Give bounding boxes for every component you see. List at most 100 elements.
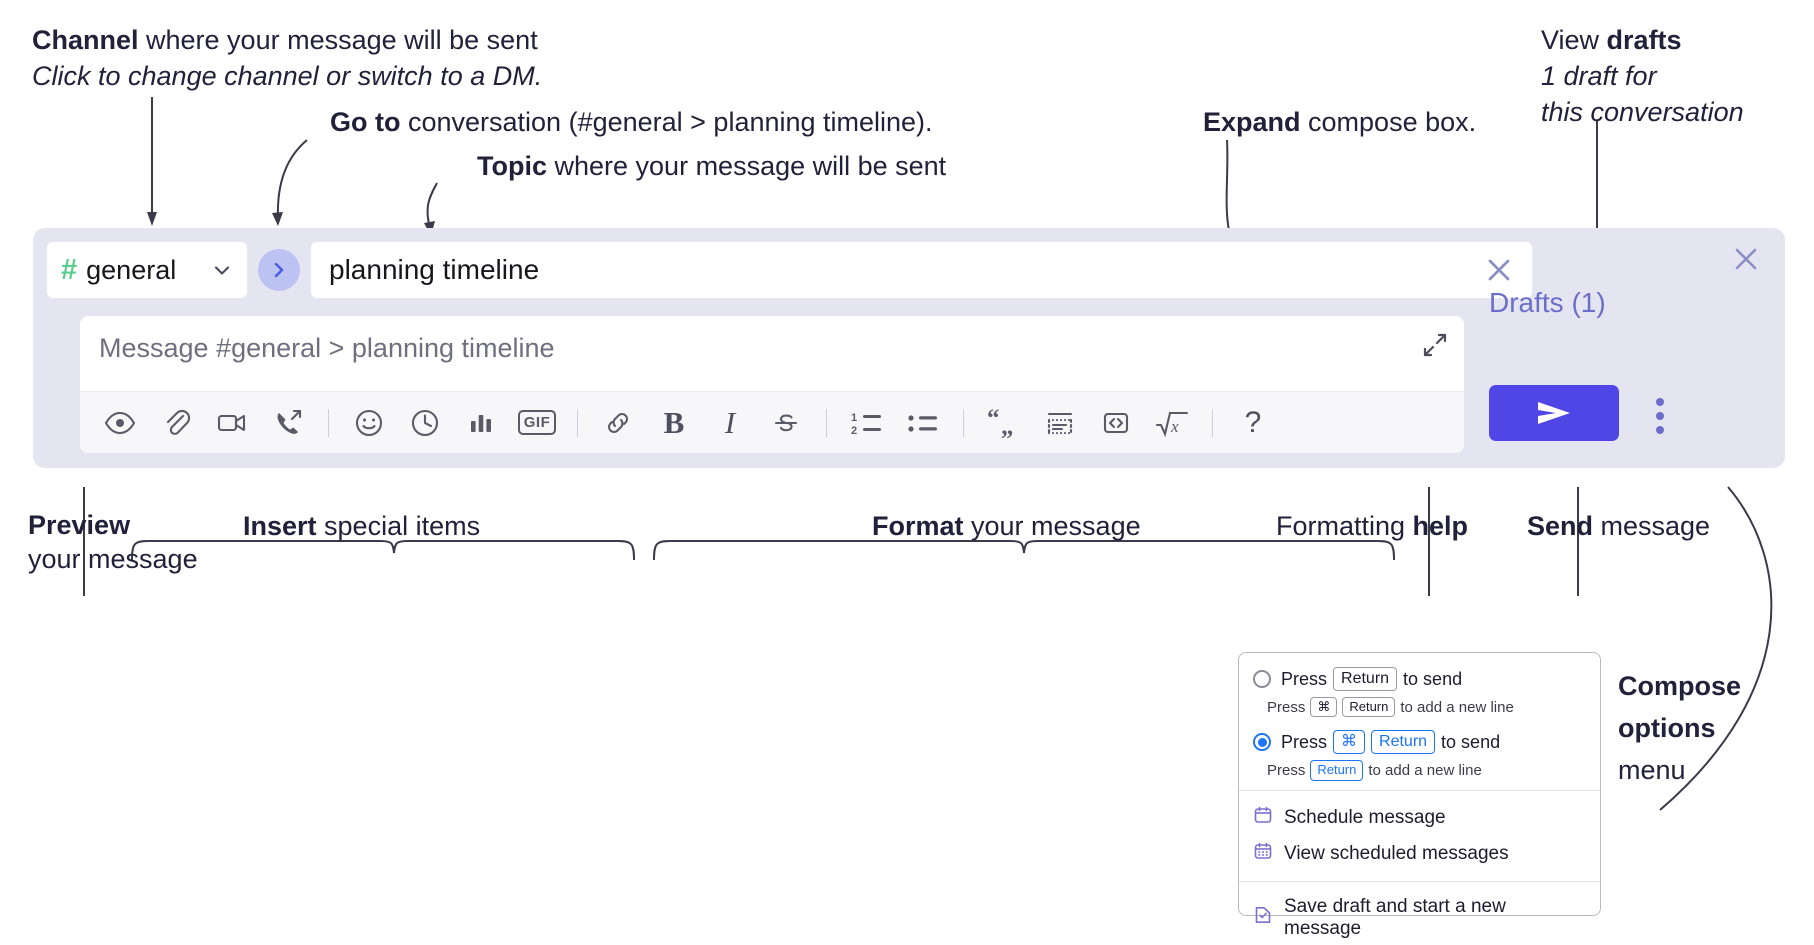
annotation-goto: Go to conversation (#general > planning …: [330, 104, 933, 140]
preview-icon[interactable]: [98, 401, 142, 445]
option2-sub-post: to add a new line: [1368, 761, 1482, 779]
help-icon[interactable]: ?: [1231, 401, 1275, 445]
calendar-grid-icon: [1253, 841, 1273, 867]
compose-options-button[interactable]: [1648, 394, 1672, 438]
annotation-topic: Topic where your message will be sent: [477, 148, 946, 184]
option1-post: to send: [1403, 668, 1463, 689]
compose-options-menu: Press Return to send Press ⌘ Return to a…: [1238, 652, 1601, 939]
save-draft-icon: [1253, 905, 1273, 931]
calendar-icon: [1253, 805, 1273, 831]
annotation-expand: Expand compose box.: [1203, 104, 1476, 140]
annotation-insert-bold: Insert: [243, 511, 317, 541]
strikethrough-icon[interactable]: [764, 401, 808, 445]
annotation-preview-line2: your message: [28, 544, 198, 574]
key-return: Return: [1342, 697, 1396, 718]
menu-divider: [1239, 789, 1600, 791]
channel-name: general: [86, 254, 177, 285]
annotation-compose-rest: menu: [1618, 755, 1686, 785]
help-label: ?: [1244, 405, 1262, 439]
annotation-channel-rest: where your message will be sent: [138, 25, 538, 55]
bold-icon[interactable]: B: [652, 401, 696, 445]
send-option-cmd-return[interactable]: Press ⌘ Return to send: [1239, 730, 1600, 755]
channel-selector[interactable]: # general: [46, 241, 248, 299]
option1-sub-post: to add a new line: [1400, 698, 1514, 716]
audio-call-icon[interactable]: [266, 401, 310, 445]
annotation-channel-bold: Channel: [32, 25, 139, 55]
key-cmd: ⌘: [1310, 697, 1338, 718]
italic-icon[interactable]: I: [708, 401, 752, 445]
annotation-expand-bold: Expand: [1203, 107, 1301, 137]
menu-item-save-draft[interactable]: Save draft and start a new message: [1239, 891, 1600, 945]
annotation-send-bold: Send: [1527, 511, 1594, 541]
chevron-down-icon: [211, 259, 233, 281]
annotation-channel: Channel where your message will be sent …: [32, 22, 542, 94]
annotation-channel-sub: Click to change channel or switch to a D…: [32, 61, 543, 91]
kebab-dot: [1656, 412, 1664, 420]
code-icon[interactable]: [1094, 401, 1138, 445]
menu-item-label: Save draft and start a new message: [1284, 895, 1506, 939]
annotation-drafts-sub2: this conversation: [1541, 97, 1744, 127]
toolbar-separator: [963, 408, 964, 437]
goto-conversation-button[interactable]: [258, 249, 300, 291]
blockquote-icon[interactable]: “„: [982, 401, 1026, 445]
topic-input[interactable]: planning timeline: [310, 241, 1533, 299]
option2-pre: Press: [1281, 731, 1328, 752]
svg-text:x: x: [1170, 417, 1179, 436]
send-option-return[interactable]: Press Return to send: [1239, 667, 1600, 691]
annotation-goto-rest: conversation (#general > planning timeli…: [400, 107, 933, 137]
clock-icon[interactable]: [403, 401, 447, 445]
expand-compose-icon[interactable]: [1422, 332, 1448, 358]
bold-label: B: [663, 404, 685, 440]
annotation-preview: Preview your message: [28, 508, 198, 576]
compose-panel: # general planning timeline Message #gen…: [33, 228, 1785, 468]
annotation-format-bold: Format: [872, 511, 964, 541]
annotation-help-pre: Formatting: [1276, 511, 1413, 541]
send-button[interactable]: [1489, 385, 1619, 441]
bulleted-list-icon[interactable]: [901, 401, 945, 445]
radio-cmd-return[interactable]: [1253, 733, 1271, 752]
attachment-icon[interactable]: [154, 401, 198, 445]
gif-label: GIF: [517, 410, 557, 435]
math-icon[interactable]: x: [1150, 401, 1194, 445]
annotation-formatting-help: Formatting help: [1276, 508, 1468, 544]
annotation-send: Send message: [1527, 508, 1710, 544]
kebab-dot: [1656, 398, 1664, 406]
video-camera-icon[interactable]: [210, 401, 254, 445]
drafts-link[interactable]: Drafts (1): [1489, 287, 1606, 318]
svg-text:„: „: [1001, 413, 1014, 439]
close-compose-icon[interactable]: [1729, 242, 1763, 276]
annotation-drafts-bold: drafts: [1606, 25, 1682, 55]
option2-text: Press ⌘ Return to send: [1281, 730, 1500, 755]
annotation-format-rest: your message: [963, 511, 1141, 541]
svg-text:2: 2: [851, 425, 857, 437]
annotation-format: Format your message: [872, 508, 1141, 544]
message-placeholder: Message #general > planning timeline: [99, 333, 555, 363]
menu-item-schedule-message[interactable]: Schedule message: [1239, 800, 1600, 836]
radio-return[interactable]: [1253, 670, 1271, 688]
code-block-icon[interactable]: [1038, 401, 1082, 445]
annotation-expand-rest: compose box.: [1300, 107, 1477, 137]
option1-sub-pre: Press: [1267, 698, 1306, 716]
link-icon[interactable]: [596, 401, 640, 445]
svg-text:1: 1: [851, 412, 857, 424]
toolbar-separator: [1212, 408, 1213, 437]
poll-icon[interactable]: [459, 401, 503, 445]
emoji-icon[interactable]: [347, 401, 391, 445]
italic-label: I: [724, 404, 736, 440]
annotation-topic-rest: where your message will be sent: [547, 151, 947, 181]
annotation-send-rest: message: [1593, 511, 1711, 541]
annotation-topic-bold: Topic: [477, 151, 547, 181]
message-editor[interactable]: Message #general > planning timeline: [79, 315, 1465, 454]
annotation-compose-options: Compose options menu: [1618, 665, 1741, 791]
menu-item-view-scheduled[interactable]: View scheduled messages: [1239, 836, 1600, 872]
option1-text: Press Return to send: [1281, 667, 1462, 691]
annotation-drafts-sub1: 1 draft for: [1541, 61, 1657, 91]
toolbar-separator: [577, 408, 578, 437]
option1-pre: Press: [1281, 668, 1328, 689]
key-return: Return: [1371, 730, 1436, 755]
menu-item-label: Schedule message: [1284, 806, 1446, 828]
clear-topic-icon[interactable]: [1484, 255, 1514, 285]
gif-icon[interactable]: GIF: [515, 401, 559, 445]
